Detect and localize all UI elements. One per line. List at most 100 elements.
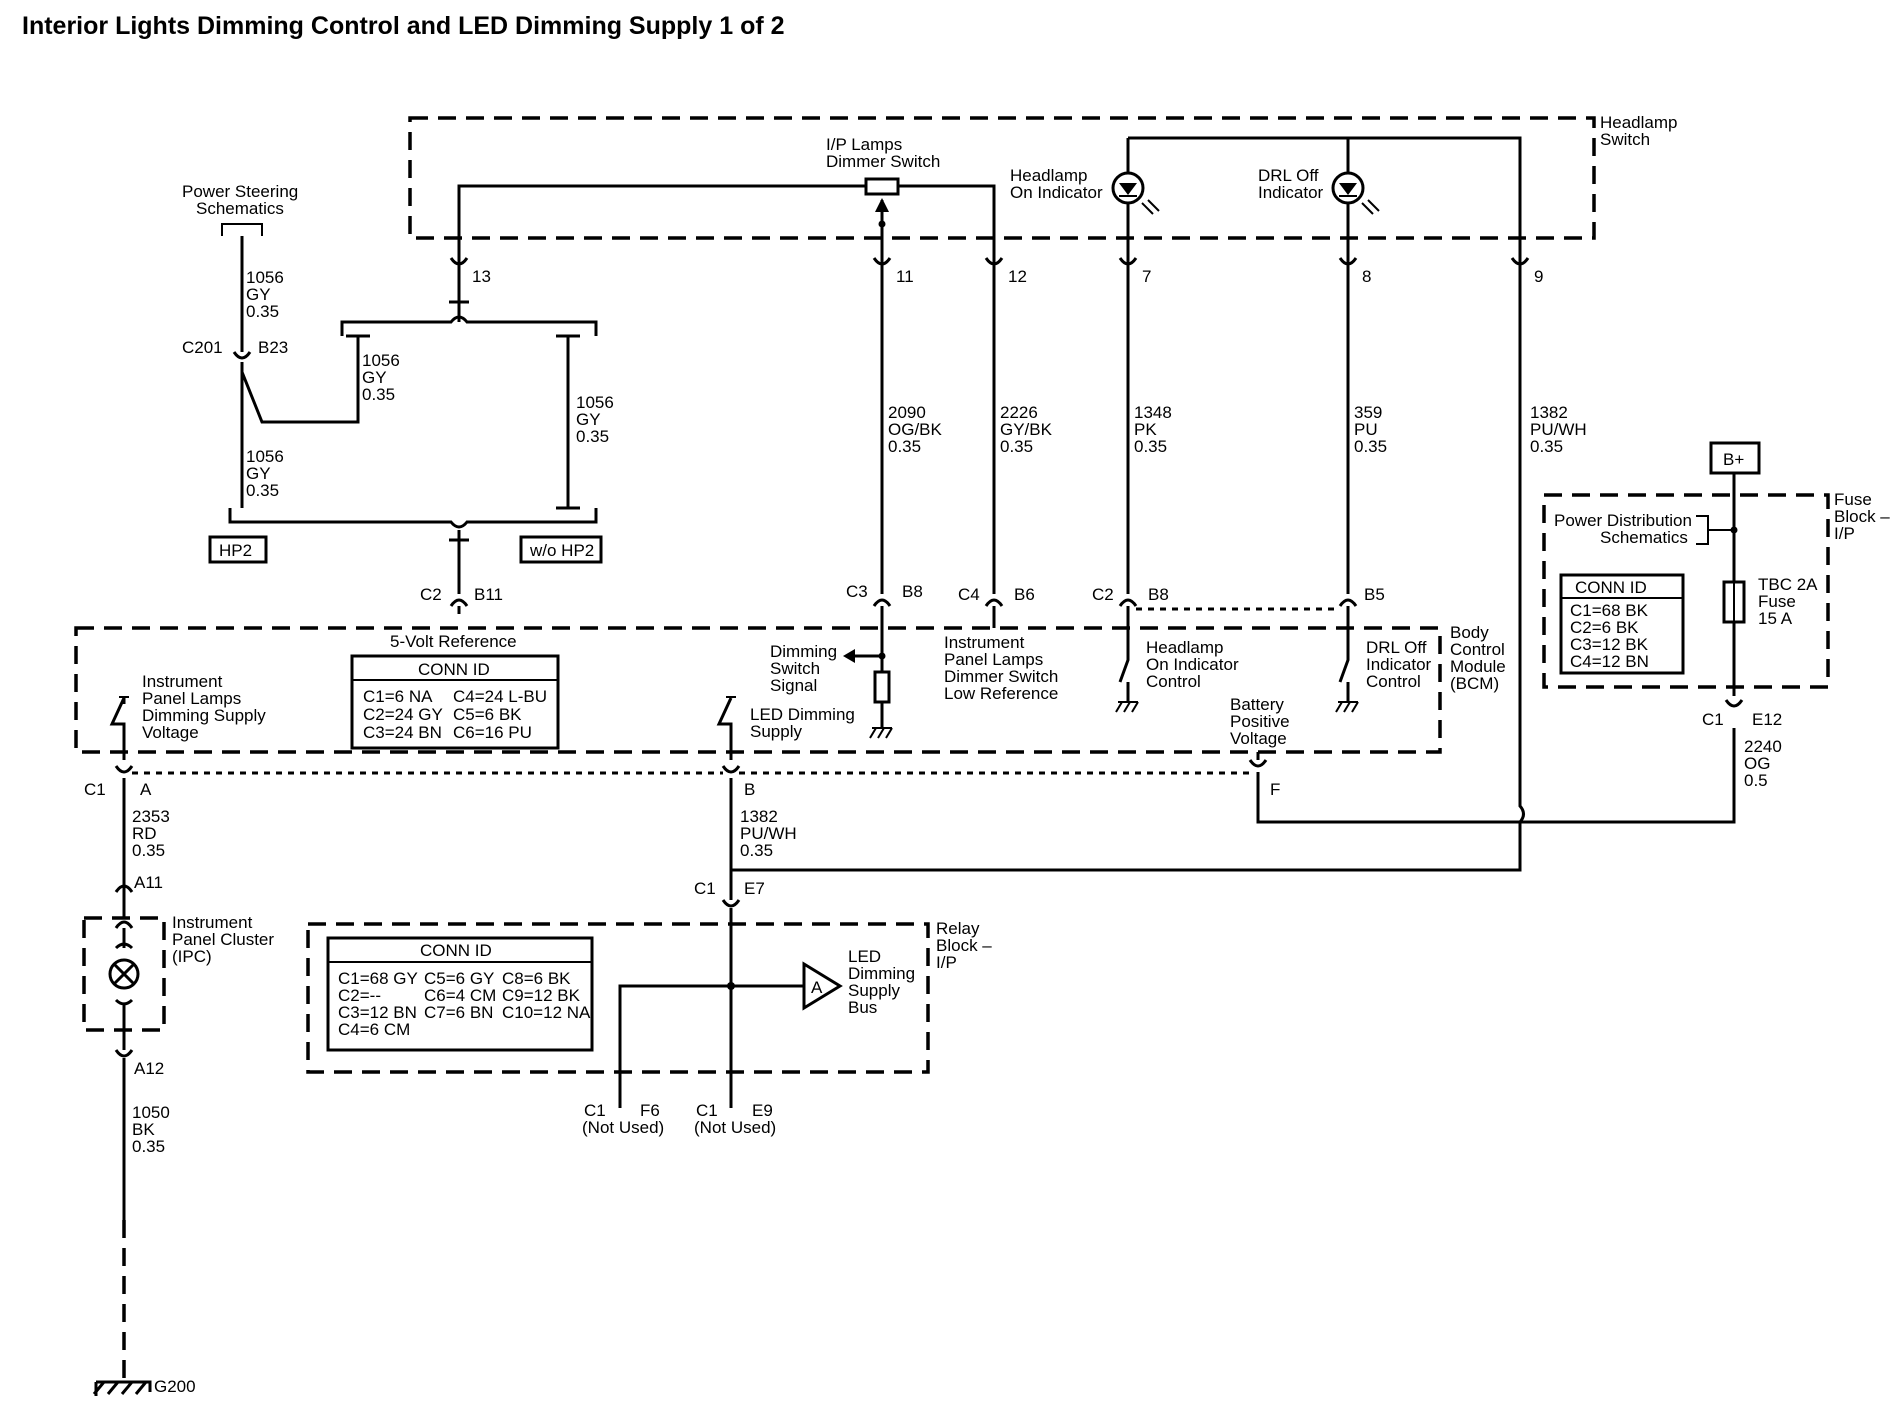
chassis-ground-icon bbox=[869, 727, 893, 739]
svg-text:Battery: Battery bbox=[1230, 695, 1284, 714]
svg-text:Voltage: Voltage bbox=[142, 723, 199, 742]
svg-text:Block –: Block – bbox=[1834, 507, 1890, 526]
svg-text:TBC 2A: TBC 2A bbox=[1758, 575, 1818, 594]
svg-text:Schematics: Schematics bbox=[1600, 528, 1688, 547]
svg-text:B5: B5 bbox=[1364, 585, 1385, 604]
svg-text:Control: Control bbox=[1146, 672, 1201, 691]
svg-text:B6: B6 bbox=[1014, 585, 1035, 604]
headlamp-indicator-label-2: On Indicator bbox=[1010, 183, 1103, 202]
svg-text:Module: Module bbox=[1450, 657, 1506, 676]
svg-text:Voltage: Voltage bbox=[1230, 729, 1287, 748]
svg-text:Supply: Supply bbox=[848, 981, 900, 1000]
c1-e12-connector bbox=[1724, 699, 1744, 708]
svg-text:0.35: 0.35 bbox=[1134, 437, 1167, 456]
svg-text:1056: 1056 bbox=[246, 268, 284, 287]
svg-text:359: 359 bbox=[1354, 403, 1382, 422]
svg-text:0.35: 0.35 bbox=[740, 841, 773, 860]
headlamp-switch-pins: 13 11 12 7 8 9 bbox=[449, 257, 1543, 286]
svg-text:Dimming: Dimming bbox=[770, 642, 837, 661]
c201-pin: B23 bbox=[258, 338, 288, 357]
dimmer-potentiometer bbox=[864, 177, 900, 196]
svg-text:PU/WH: PU/WH bbox=[1530, 420, 1587, 439]
svg-text:Panel Lamps: Panel Lamps bbox=[944, 650, 1043, 669]
svg-text:Panel Cluster: Panel Cluster bbox=[172, 930, 274, 949]
svg-text:BK: BK bbox=[132, 1120, 155, 1139]
headlamp-switch-label-2: Switch bbox=[1600, 130, 1650, 149]
c1-e7-connector bbox=[721, 899, 741, 908]
headlamp-top-bus bbox=[1128, 136, 1522, 268]
light-emission-icon bbox=[1141, 199, 1160, 215]
drl-indicator-label: DRL Off bbox=[1258, 166, 1319, 185]
wiper-arrow-icon bbox=[875, 198, 889, 212]
svg-text:B8: B8 bbox=[1148, 585, 1169, 604]
a11-connector bbox=[114, 884, 134, 893]
svg-text:C1=68 BK: C1=68 BK bbox=[1570, 601, 1649, 620]
light-emission-icon bbox=[1361, 199, 1380, 215]
diagram-title: Interior Lights Dimming Control and LED … bbox=[22, 12, 785, 40]
battery-positive-label: B+ bbox=[1723, 450, 1744, 469]
wire-1382-pin9 bbox=[729, 268, 1525, 900]
bcm-top-connectors: C2 B11 C3 B8 C4 B6 C2 B8 B5 bbox=[420, 582, 1385, 640]
c201-label: C201 bbox=[182, 338, 223, 357]
svg-text:1056: 1056 bbox=[246, 447, 284, 466]
svg-text:Power Distribution: Power Distribution bbox=[1554, 511, 1692, 530]
dimmer-switch-label: I/P Lamps bbox=[826, 135, 902, 154]
svg-text:Fuse: Fuse bbox=[1758, 592, 1796, 611]
svg-text:A: A bbox=[140, 780, 152, 799]
svg-text:1382: 1382 bbox=[740, 807, 778, 826]
svg-text:Switch: Switch bbox=[770, 659, 820, 678]
svg-text:2226: 2226 bbox=[1000, 403, 1038, 422]
pullup-resistor-icon bbox=[873, 670, 891, 704]
hp2-option-label: HP2 bbox=[219, 541, 252, 560]
svg-text:0.35: 0.35 bbox=[132, 1137, 165, 1156]
wiper-junction-dot bbox=[878, 220, 886, 228]
svg-text:E7: E7 bbox=[744, 879, 765, 898]
ground-icon bbox=[92, 1380, 152, 1396]
svg-text:Instrument: Instrument bbox=[172, 913, 253, 932]
drl-indicator-label-2: Indicator bbox=[1258, 183, 1324, 202]
c201-connector bbox=[232, 351, 252, 360]
svg-text:C3: C3 bbox=[846, 582, 868, 601]
svg-text:2240: 2240 bbox=[1744, 737, 1782, 756]
svg-text:B11: B11 bbox=[474, 585, 503, 604]
svg-text:0.35: 0.35 bbox=[888, 437, 921, 456]
svg-text:LED Dimming: LED Dimming bbox=[750, 705, 855, 724]
svg-text:(BCM): (BCM) bbox=[1450, 674, 1499, 693]
led-diode-icon bbox=[1339, 183, 1357, 195]
option-bracket-top bbox=[340, 315, 598, 336]
svg-text:C2: C2 bbox=[420, 585, 442, 604]
headlamp-switch-label: Headlamp bbox=[1600, 113, 1678, 132]
svg-text:C1: C1 bbox=[696, 1101, 718, 1120]
svg-text:C4=12 BN: C4=12 BN bbox=[1570, 652, 1649, 671]
svg-text:0.35: 0.35 bbox=[132, 841, 165, 860]
chassis-ground-icon bbox=[1335, 701, 1359, 713]
relay-block-conn-id-table bbox=[326, 936, 594, 1052]
svg-text:2090: 2090 bbox=[888, 403, 926, 422]
fuse-block-conn-id-table bbox=[1559, 573, 1685, 675]
svg-text:GY: GY bbox=[246, 285, 271, 304]
svg-text:A: A bbox=[811, 978, 823, 997]
svg-text:C5=6 BK: C5=6 BK bbox=[453, 705, 522, 724]
svg-text:C1: C1 bbox=[584, 1101, 606, 1120]
svg-text:Signal: Signal bbox=[770, 676, 817, 695]
ipl-dimming-switch-icon bbox=[109, 697, 126, 760]
pin-13: 13 bbox=[472, 267, 491, 286]
svg-text:I/P: I/P bbox=[936, 953, 957, 972]
svg-text:GY: GY bbox=[246, 464, 271, 483]
svg-text:0.5: 0.5 bbox=[1744, 771, 1768, 790]
svg-text:Control: Control bbox=[1366, 672, 1421, 691]
svg-text:E9: E9 bbox=[752, 1101, 773, 1120]
svg-text:Positive: Positive bbox=[1230, 712, 1290, 731]
svg-text:C4: C4 bbox=[958, 585, 980, 604]
svg-text:1050: 1050 bbox=[132, 1103, 170, 1122]
svg-text:DRL Off: DRL Off bbox=[1366, 638, 1427, 657]
pin-9: 9 bbox=[1534, 267, 1543, 286]
amplifier-icon bbox=[802, 961, 843, 1011]
svg-text:A12: A12 bbox=[134, 1059, 164, 1078]
svg-text:1382: 1382 bbox=[1530, 403, 1568, 422]
svg-text:C6=16 PU: C6=16 PU bbox=[453, 723, 532, 742]
led-bus-wire bbox=[618, 984, 804, 1108]
bcm-bottom-connectors: C1 A B F bbox=[84, 752, 1280, 799]
wo-hp2-option-box bbox=[519, 535, 603, 564]
svg-text:PK: PK bbox=[1134, 420, 1157, 439]
